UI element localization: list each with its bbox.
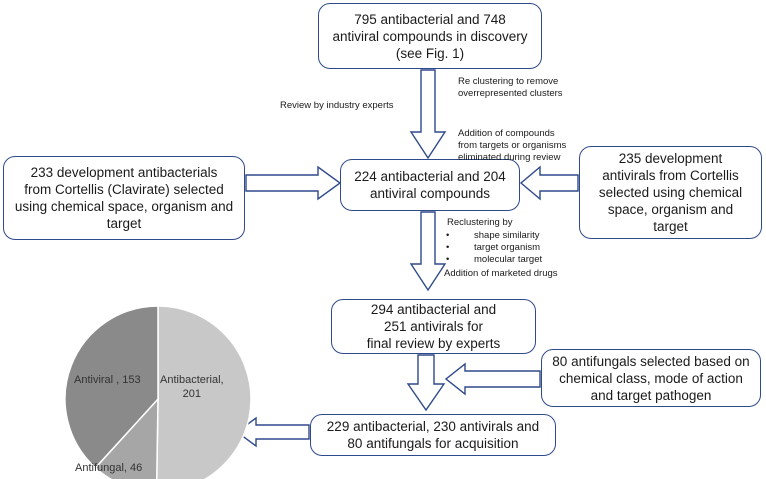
pie-slice-antifungal (94, 397, 159, 479)
review-experts-note: Review by industry experts (280, 100, 394, 111)
dev-antivirals-text: 235 development antivirals from Cortelli… (598, 151, 743, 234)
left-arrow-antifungals (444, 362, 541, 396)
discovery-text: 795 antibacterial and 748 antiviral comp… (332, 11, 528, 61)
antifungals-box: 80 antifungals selected based on chemica… (541, 349, 761, 407)
acquisition-box: 229 antibacterial, 230 antivirals and 80… (310, 414, 556, 456)
dev-antibacterials-box: 233 development antibacterials from Cort… (3, 156, 245, 240)
recluster-item-target: molecular target (444, 254, 542, 266)
pie-slice-antiviral (64, 305, 159, 469)
down-arrow-3 (406, 354, 446, 412)
middle-text: 224 antibacterial and 204 antiviral comp… (354, 169, 506, 201)
pie-slice-antibacterial (155, 305, 252, 479)
dev-antivirals-box: 235 development antivirals from Cortelli… (579, 146, 762, 239)
middle-box: 224 antibacterial and 204 antiviral comp… (340, 159, 520, 211)
down-arrow-2 (409, 211, 447, 292)
left-arrow-dev-antivirals (519, 165, 579, 201)
dev-antibacterials-text: 233 development antibacterials from Cort… (14, 165, 234, 231)
reclustering-by-note: Reclustering by (447, 217, 513, 228)
reclustering-remove-note: Re clustering to remove overrepresented … (458, 76, 563, 99)
left-arrow-to-pie (235, 416, 310, 448)
recluster-item-shape: shape similarity (444, 230, 542, 242)
down-arrow-1 (409, 69, 447, 160)
acquisition-text: 229 antibacterial, 230 antivirals and 80… (326, 419, 540, 451)
addition-compounds-note: Addition of compounds from targets or or… (458, 128, 567, 163)
final-review-box: 294 antibacterial and 251 antivirals for… (331, 299, 536, 354)
marketed-drugs-note: Addition of marketed drugs (444, 268, 558, 279)
right-arrow-left (245, 165, 342, 201)
recluster-item-organism: target organism (444, 242, 542, 254)
antifungals-text: 80 antifungals selected based on chemica… (552, 353, 750, 403)
pie-label-antiviral: Antiviral , 153 (74, 374, 141, 386)
discovery-box: 795 antibacterial and 748 antiviral comp… (318, 3, 542, 69)
final-review-text: 294 antibacterial and 251 antivirals for… (366, 302, 501, 351)
pie-chart (64, 305, 252, 479)
pie-label-antibacterial: Antibacterial, 201 (160, 374, 224, 400)
recluster-list: shape similarity target organism molecul… (444, 230, 542, 266)
pie-label-antifungal: Antifungal, 46 (75, 462, 143, 474)
